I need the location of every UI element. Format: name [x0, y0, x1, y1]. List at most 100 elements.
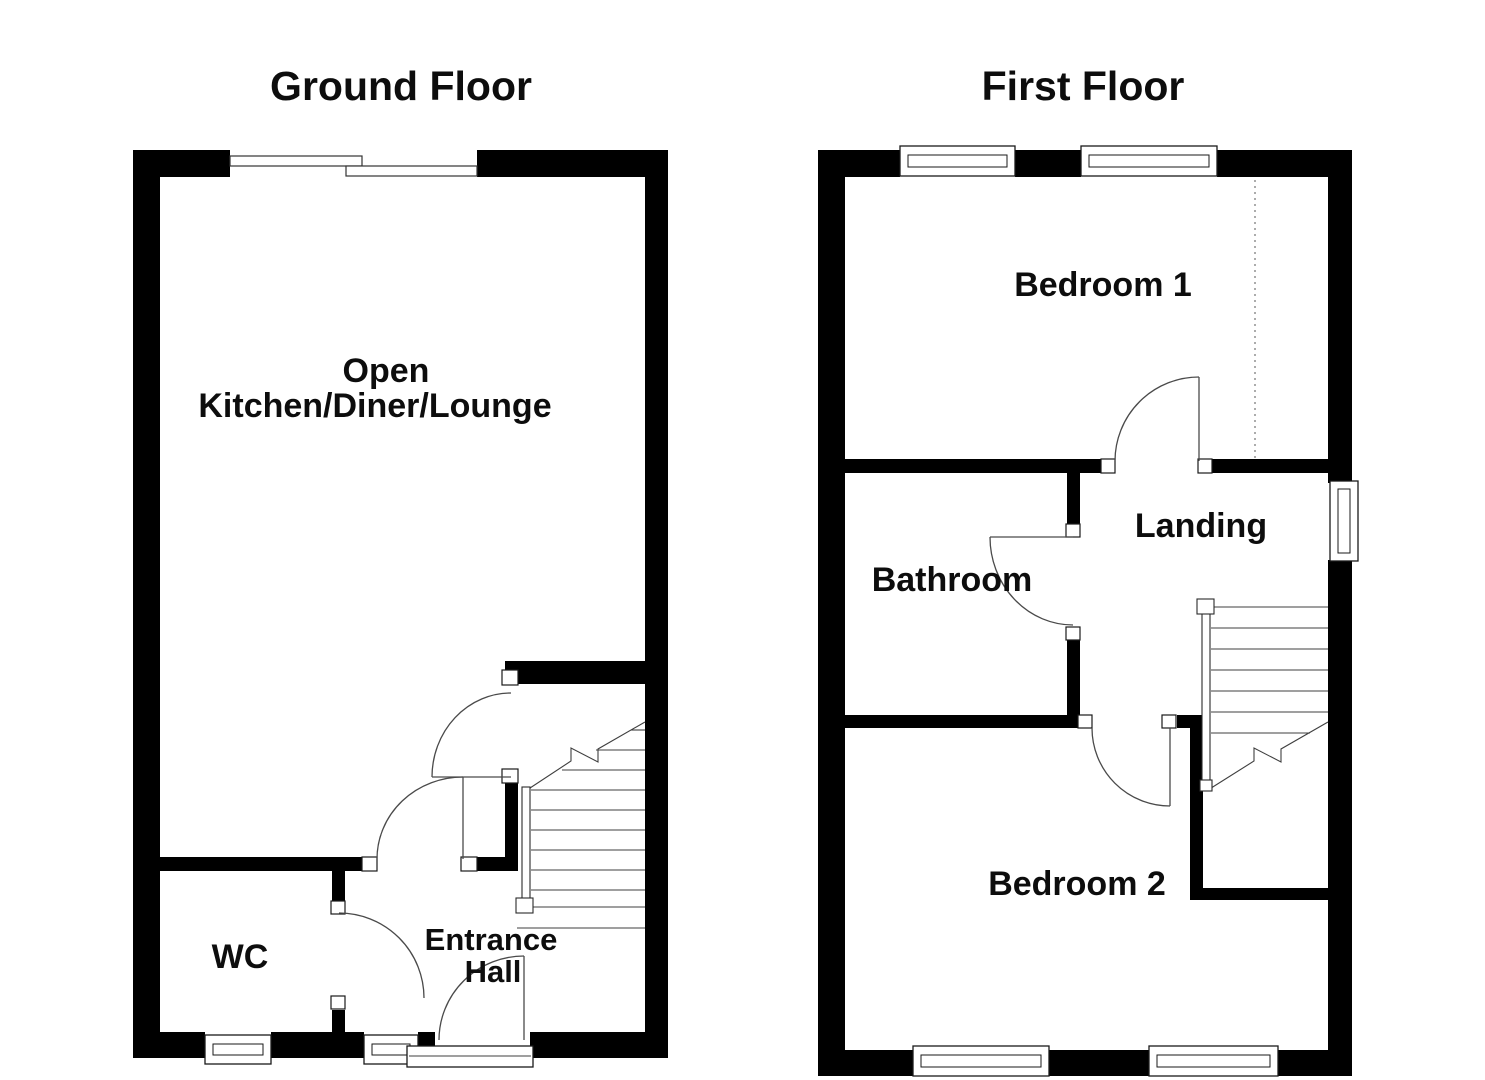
bedroom1-window-right [1080, 145, 1218, 177]
wall-segment [1190, 888, 1328, 900]
label-landing: Landing [1135, 507, 1267, 545]
wall-segment [332, 871, 345, 902]
stair-newel-post [1196, 598, 1215, 615]
door-jamb [1161, 714, 1177, 729]
window-frame [1148, 1045, 1279, 1077]
ground-interior-walls [160, 661, 645, 1032]
door-jamb [501, 768, 519, 784]
door-swing-arc [1091, 727, 1171, 807]
bedroom2-window-left [912, 1045, 1050, 1077]
wall-segment [1328, 560, 1352, 1076]
ground-door-jambs [330, 669, 519, 1010]
stair-banister [521, 786, 531, 903]
window-glazing [1337, 488, 1351, 554]
door-jamb [1100, 458, 1116, 474]
stair-newel-post [515, 897, 534, 914]
wall-segment [1049, 1050, 1149, 1076]
door-swing-arc [438, 955, 525, 1041]
wall-segment [1278, 1050, 1352, 1076]
door-jamb [501, 669, 519, 686]
wall-segment [505, 783, 518, 857]
wall-segment [332, 1010, 345, 1032]
front-door-threshold [406, 1045, 534, 1068]
bedroom2-window-right [1148, 1045, 1279, 1077]
wall-segment [845, 459, 1102, 473]
wall-segment [530, 1032, 668, 1058]
label-kitchen-line2: Kitchen/Diner/Lounge [198, 387, 551, 425]
door-bedroom2 [1091, 727, 1171, 807]
ground-exterior-walls [133, 150, 668, 1058]
window-glazing [1088, 154, 1210, 168]
wall-segment [133, 150, 160, 1058]
window-frame [1080, 145, 1218, 177]
door-jamb [1065, 626, 1081, 641]
door-swing-arc [1114, 376, 1200, 462]
stair-newel-post [1199, 779, 1213, 792]
first-stairs [1196, 598, 1329, 792]
stair-break-line [1207, 721, 1329, 791]
window-glazing [920, 1054, 1042, 1068]
wall-segment [1212, 459, 1328, 473]
door-wc [338, 912, 425, 999]
wall-segment [271, 1032, 364, 1058]
door-bedroom1 [1114, 376, 1200, 462]
door-jamb [330, 995, 346, 1010]
stair-break-line [526, 721, 646, 791]
door-swing-arc [431, 692, 512, 778]
sliding-door-panel [345, 165, 478, 177]
window-frame [899, 145, 1016, 177]
front-door [438, 955, 525, 1041]
wall-segment [818, 1050, 913, 1076]
wall-segment [1328, 150, 1352, 483]
sliding-door-panel [229, 155, 363, 167]
label-bedroom1: Bedroom 1 [1014, 266, 1192, 304]
first-exterior-walls [818, 150, 1352, 1076]
wall-segment [1190, 715, 1203, 900]
door-swing-arc [338, 912, 425, 999]
label-wc: WC [212, 938, 269, 976]
wall-segment [476, 857, 518, 871]
door-jamb [361, 856, 378, 872]
door-jamb [1077, 714, 1093, 729]
door-swing-arc [376, 776, 464, 860]
first-interior-walls [845, 459, 1328, 900]
ground-floor-plan: Ground Floor [133, 63, 668, 1068]
window-frame [204, 1034, 272, 1065]
wall-segment [477, 150, 668, 177]
wc-window [204, 1034, 272, 1065]
wall-segment [818, 150, 900, 177]
window-glazing [1156, 1054, 1271, 1068]
wall-segment [505, 661, 645, 684]
door-bathroom [989, 536, 1074, 626]
door-jamb [460, 856, 478, 872]
first-door-jambs [1065, 458, 1213, 729]
ground-stairs [515, 721, 646, 929]
wall-segment [1015, 150, 1081, 177]
first-floor-title: First Floor [982, 63, 1185, 109]
wall-segment [818, 150, 845, 1076]
wall-segment [133, 1032, 205, 1058]
label-hall-line1: Entrance [425, 922, 558, 957]
sliding-patio-door [229, 155, 478, 177]
door-jamb [330, 900, 346, 915]
bedroom1-window-left [899, 145, 1016, 177]
ground-floor-title: Ground Floor [270, 63, 532, 109]
window-glazing [907, 154, 1008, 168]
door-jamb [1065, 523, 1081, 538]
label-hall-line2: Hall [465, 954, 522, 989]
label-kitchen-line1: Open [343, 352, 430, 390]
wall-segment [845, 715, 1078, 728]
wall-segment [160, 857, 363, 871]
wall-segment [133, 150, 230, 177]
window-frame [912, 1045, 1050, 1077]
stair-banister [1201, 611, 1211, 783]
window-glazing [212, 1043, 264, 1056]
door-jamb [1197, 458, 1213, 474]
wall-segment [1067, 640, 1080, 728]
door-kitchen-to-stairs [431, 692, 512, 778]
landing-window [1329, 480, 1359, 562]
first-floor-plan: First Floor [818, 63, 1359, 1077]
door-swing-arc [989, 536, 1074, 626]
